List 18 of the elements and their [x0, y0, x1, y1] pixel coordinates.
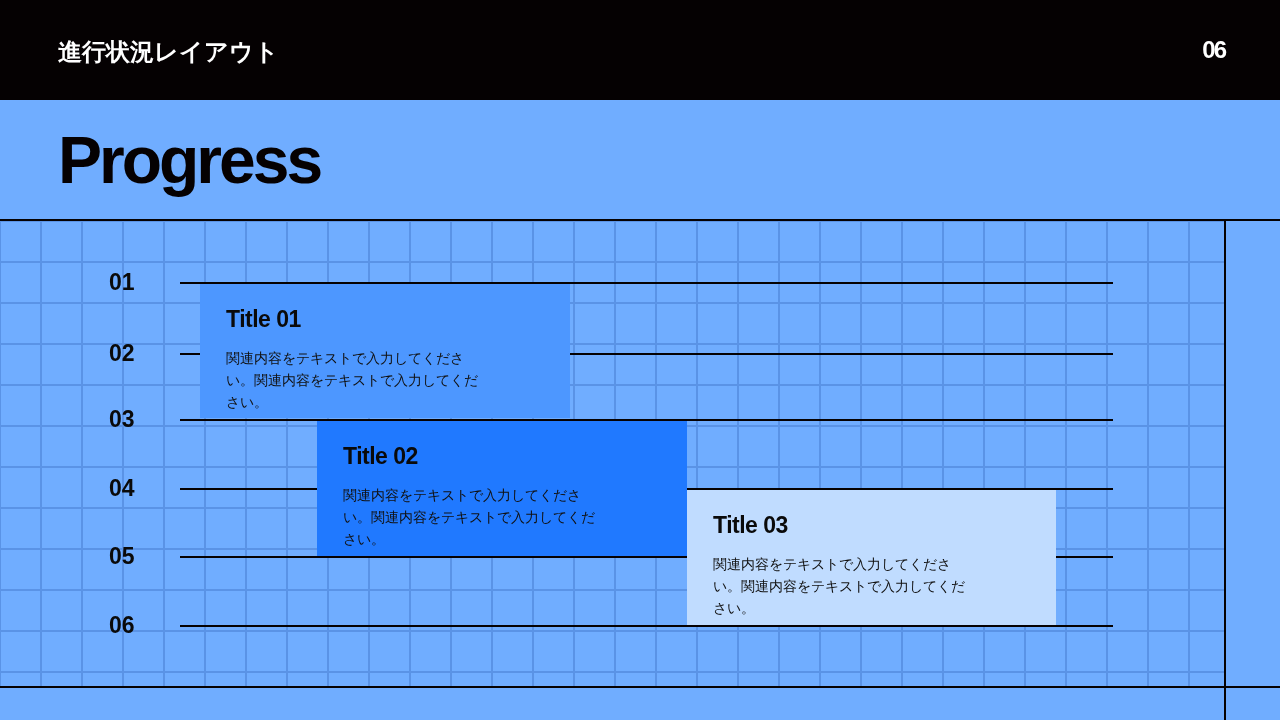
- row-number: 02: [109, 340, 135, 367]
- card-title: Title 03: [713, 512, 788, 539]
- task-card: [317, 421, 687, 556]
- row-number: 05: [109, 543, 135, 570]
- card-description: 関連内容をテキストで入力してください。関連内容をテキストで入力してください。: [343, 486, 596, 549]
- slide-title: Progress: [58, 122, 321, 198]
- card-description: 関連内容をテキストで入力してください。関連内容をテキストで入力してください。: [713, 555, 966, 618]
- card-title: Title 02: [343, 443, 418, 470]
- row-number: 03: [109, 406, 135, 433]
- card-title: Title 01: [226, 306, 301, 333]
- card-description: 関連内容をテキストで入力してください。関連内容をテキストで入力してください。: [226, 349, 479, 412]
- page-number: 06: [1202, 36, 1225, 64]
- header-title: 進行状況レイアウト: [58, 37, 279, 67]
- task-card: [200, 284, 570, 418]
- row-number: 04: [109, 475, 135, 502]
- row-number: 01: [109, 269, 135, 296]
- row-number: 06: [109, 612, 135, 639]
- task-card: [687, 490, 1056, 625]
